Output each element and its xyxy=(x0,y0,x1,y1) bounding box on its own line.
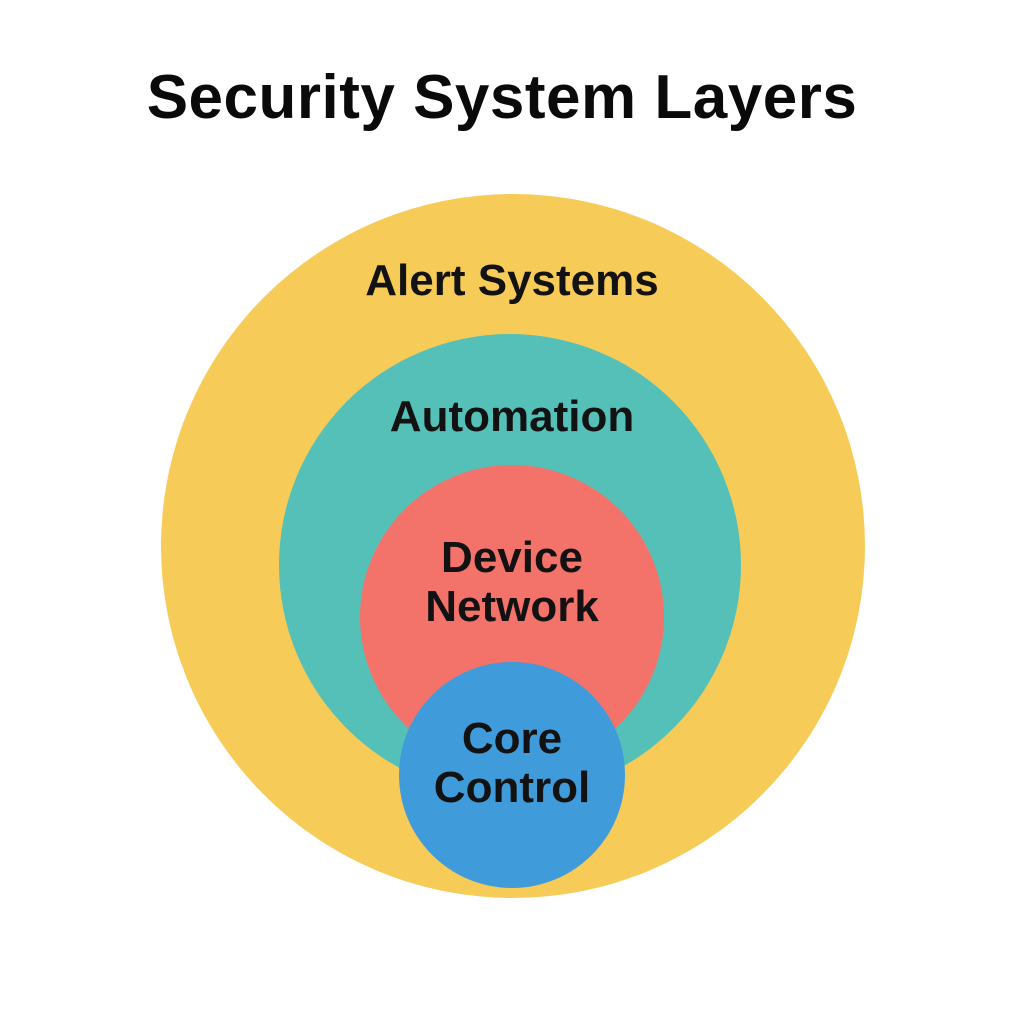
core-control-label-line-1: Core xyxy=(461,714,563,763)
device-network-label-line-1: Device xyxy=(441,533,583,582)
automation-label: Automation xyxy=(312,392,712,441)
core-control-label: Core Control xyxy=(400,714,624,813)
core-control-layer xyxy=(399,662,625,888)
device-network-label-line-2: Network xyxy=(425,582,599,632)
alert-systems-label-line: Alert Systems xyxy=(365,256,659,305)
automation-label-line: Automation xyxy=(389,392,635,441)
alert-systems-label: Alert Systems xyxy=(312,256,712,305)
core-control-label-line-2: Control xyxy=(433,763,591,813)
diagram-title: Security System Layers xyxy=(146,63,858,132)
device-network-label: Device Network xyxy=(362,533,662,632)
